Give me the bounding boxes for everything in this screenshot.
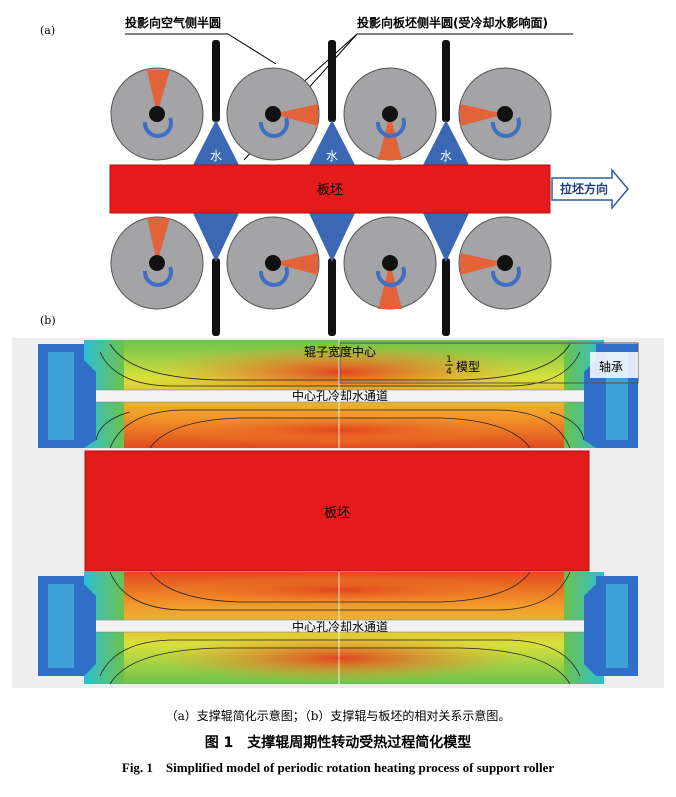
caption-chinese: 图 1 支撑辊周期性转动受热过程简化模型 bbox=[204, 735, 472, 751]
bottom-rollers bbox=[110, 216, 552, 310]
roller-top-1 bbox=[110, 67, 204, 161]
roller-top-3 bbox=[343, 67, 437, 161]
water-jets bbox=[193, 120, 469, 262]
roller-bottom-1 bbox=[110, 216, 204, 310]
spray-nozzles bbox=[212, 40, 450, 336]
roller-top-4 bbox=[458, 67, 552, 161]
direction-label: 拉坯方向 bbox=[560, 181, 608, 196]
slab-b-label: 板坯 bbox=[324, 506, 350, 521]
lower-roller-field bbox=[38, 571, 638, 685]
top-rollers bbox=[110, 67, 552, 161]
slab-a-label: 板坯 bbox=[317, 183, 343, 198]
caption-english: Fig. 1 Simplified model of periodic rota… bbox=[121, 760, 555, 775]
quarter-model-label: 模型 bbox=[456, 360, 480, 374]
roller-bottom-2 bbox=[226, 216, 320, 310]
channel-bottom-label: 中心孔冷却水通道 bbox=[292, 619, 388, 634]
water-label-3: 水 bbox=[440, 149, 452, 163]
direction-arrow bbox=[551, 167, 629, 211]
callout-air-label: 投影向空气侧半圆 bbox=[125, 15, 221, 30]
caption-subpanels: （a）支撑辊简化示意图；（b）支撑辊与板坯的相对关系示意图。 bbox=[165, 709, 511, 723]
panel-b-tag: (b) bbox=[40, 314, 56, 327]
water-label-1: 水 bbox=[210, 149, 222, 163]
slab-b bbox=[84, 450, 590, 572]
quarter-denominator: 4 bbox=[446, 367, 452, 377]
roller-bottom-4 bbox=[458, 216, 552, 310]
bearing-label: 轴承 bbox=[599, 359, 623, 374]
slab-a bbox=[109, 164, 551, 214]
callout-slab-label: 投影向板坯侧半圆(受冷却水影响面) bbox=[357, 15, 548, 30]
channel-top-label: 中心孔冷却水通道 bbox=[292, 388, 388, 403]
roller-center-label: 辊子宽度中心 bbox=[304, 344, 376, 359]
panel-a-tag: (a) bbox=[40, 24, 55, 37]
roller-bottom-3 bbox=[343, 216, 437, 310]
quarter-numerator: 1 bbox=[446, 355, 452, 365]
water-label-2: 水 bbox=[326, 149, 338, 163]
bearing-label-bg bbox=[590, 352, 638, 378]
roller-top-2 bbox=[226, 67, 320, 161]
